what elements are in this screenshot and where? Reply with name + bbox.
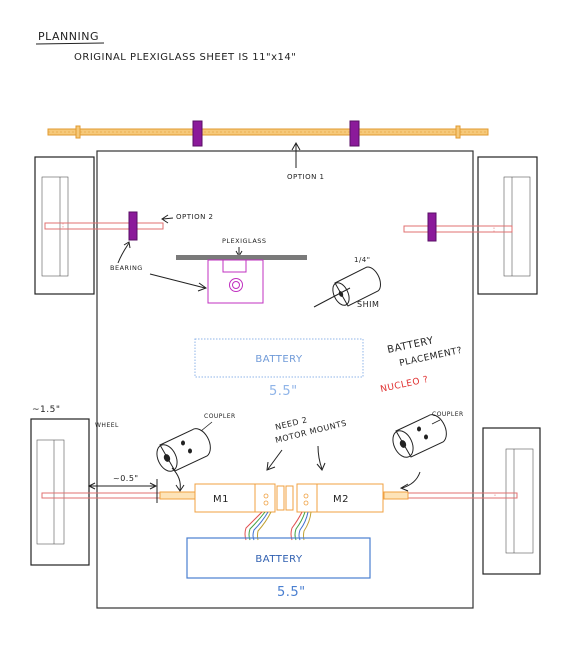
motor-m1-label: M1 (213, 494, 229, 505)
coupler-right-arrow (401, 471, 421, 489)
subtitle: ORIGINAL PLEXIGLASS SHEET IS 11"x14" (74, 52, 296, 63)
axle-right (383, 491, 518, 500)
option2-bearing-right (427, 212, 437, 242)
bearing-label: BEARING (110, 264, 143, 272)
motor-coupling (276, 485, 294, 511)
motor-m2 (296, 483, 384, 513)
motor-m1 (194, 483, 276, 513)
wheel-label: WHEEL (95, 422, 119, 429)
option1-bearing-right (349, 120, 360, 147)
option2-arrow (162, 217, 174, 220)
motor-mount-arrow-right (317, 445, 323, 470)
plexiglass-bar (176, 255, 307, 260)
option2-axle-left (44, 222, 164, 230)
coupler-right-icon (392, 414, 447, 458)
motor-wires (244, 511, 312, 541)
coupler-left-icon (156, 428, 211, 472)
mount-arrow (149, 273, 206, 289)
nucleo-label: NUCLEO ? (380, 375, 430, 395)
battery-bottom-dim: 5.5" (277, 585, 306, 600)
mount-block (207, 259, 264, 304)
shim-icon (313, 266, 381, 308)
coupler-left-arrow (171, 467, 181, 491)
option1-rod (47, 125, 489, 139)
wheel-bottom-left (30, 418, 90, 566)
battery-bottom-label: BATTERY (255, 554, 303, 565)
shim-label: SHIM (357, 300, 379, 309)
option1-label: OPTION 1 (287, 173, 325, 181)
gap-dim-label: ~0.5" (113, 474, 139, 483)
coupler-right-label: COUPLER (432, 411, 464, 418)
battery-top-dim: 5.5" (269, 384, 298, 399)
motor-m2-label: M2 (333, 494, 349, 505)
title: PLANNING (38, 30, 99, 43)
plexiglass-sheet (96, 150, 474, 609)
wheel-top-left (34, 156, 95, 295)
battery-bottom (186, 537, 371, 579)
wheel-bottom-right (482, 427, 541, 575)
bearing-arrow (117, 242, 130, 264)
option2-label: OPTION 2 (176, 213, 214, 221)
title-underline (35, 42, 105, 45)
battery-top (194, 338, 364, 378)
plexiglass-label: PLEXIGLASS (222, 237, 267, 245)
wheel-dim-label: ~1.5" (32, 405, 61, 415)
option2-axle-right (403, 225, 513, 233)
battery-top-label: BATTERY (255, 354, 303, 365)
option1-bearing-left (192, 120, 203, 147)
coupler-left-label: COUPLER (204, 413, 236, 420)
option2-bearing-left (128, 211, 138, 241)
motor-mount-arrow-left (267, 449, 283, 470)
shim-size-label: 1/4" (354, 256, 371, 264)
axle-left (41, 491, 196, 500)
